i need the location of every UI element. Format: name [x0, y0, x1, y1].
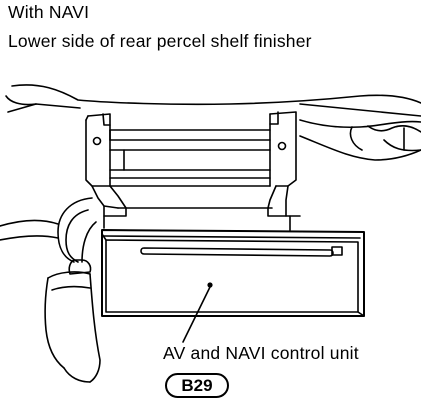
connector-badge: B29 [165, 373, 229, 398]
wire-harness [0, 197, 101, 383]
unit-label: AV and NAVI control unit [163, 343, 359, 363]
leader-line [182, 286, 211, 343]
parcel-shelf [5, 84, 421, 161]
variant-title: With NAVI [8, 2, 90, 22]
mounting-bracket [85, 111, 301, 231]
location-subtitle: Lower side of rear percel shelf finisher [8, 31, 312, 51]
control-unit [101, 229, 365, 317]
